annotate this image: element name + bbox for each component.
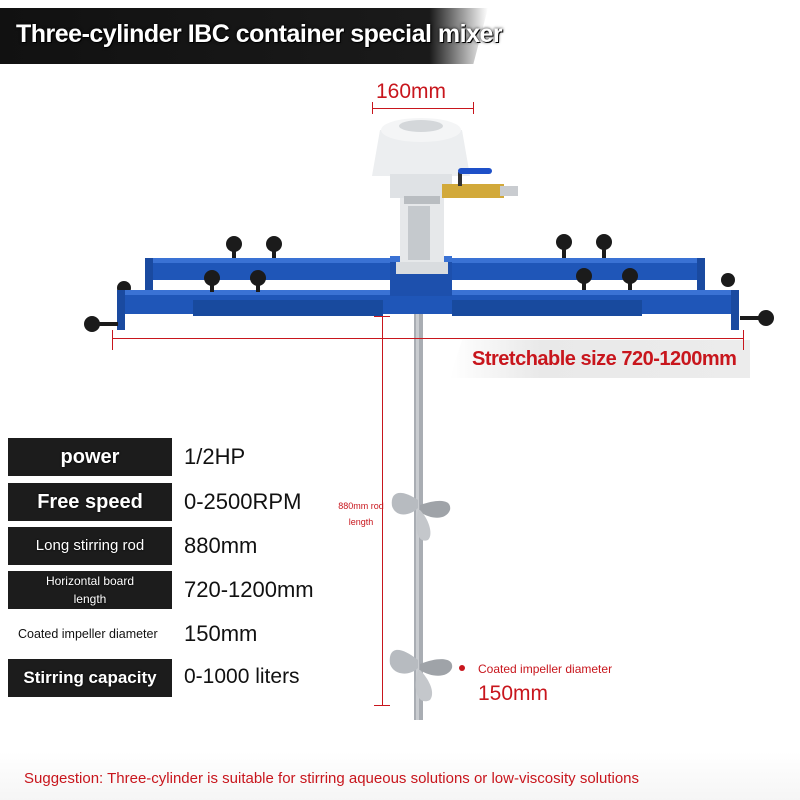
spec-label: Long stirring rod	[8, 527, 172, 565]
rod-length-label: 880mm rod length	[338, 501, 384, 527]
page-title: Three-cylinder IBC container special mix…	[16, 20, 503, 48]
upper-impeller	[391, 492, 451, 541]
top-width-dimension: 160mm	[376, 80, 447, 103]
rod-length-line	[382, 316, 383, 706]
impeller-callout-dot	[459, 665, 465, 671]
suggestion-text: Suggestion: Three-cylinder is suitable f…	[24, 770, 640, 787]
spec-label: Free speed	[8, 483, 172, 521]
stretch-size-label: Stretchable size 720-1200mm	[472, 348, 737, 370]
spec-value: 150mm	[184, 621, 258, 646]
title-banner	[0, 8, 488, 64]
spec-value: 0-1000 liters	[184, 665, 300, 688]
footer-band	[0, 752, 800, 800]
spec-label: Coated impeller diameter	[8, 615, 172, 653]
lower-impeller	[389, 649, 453, 702]
stretch-highlight	[450, 340, 750, 378]
spec-value: 1/2HP	[184, 444, 246, 469]
frame-knobs	[117, 234, 735, 295]
spec-label: power	[8, 438, 172, 476]
air-valve	[442, 168, 518, 198]
spec-value: 880mm	[184, 533, 258, 558]
spec-label: Stirring capacity	[8, 659, 172, 697]
stretch-line	[112, 338, 744, 339]
air-motor	[372, 118, 470, 274]
impeller-callout-value: 150mm	[478, 682, 549, 705]
spec-value: 0-2500RPM	[184, 489, 302, 514]
top-width-line	[372, 108, 474, 109]
impeller-callout-label: Coated impeller diameter	[478, 662, 613, 676]
spec-value: 720-1200mm	[184, 577, 314, 602]
spec-label: Horizontal board length	[8, 571, 172, 609]
